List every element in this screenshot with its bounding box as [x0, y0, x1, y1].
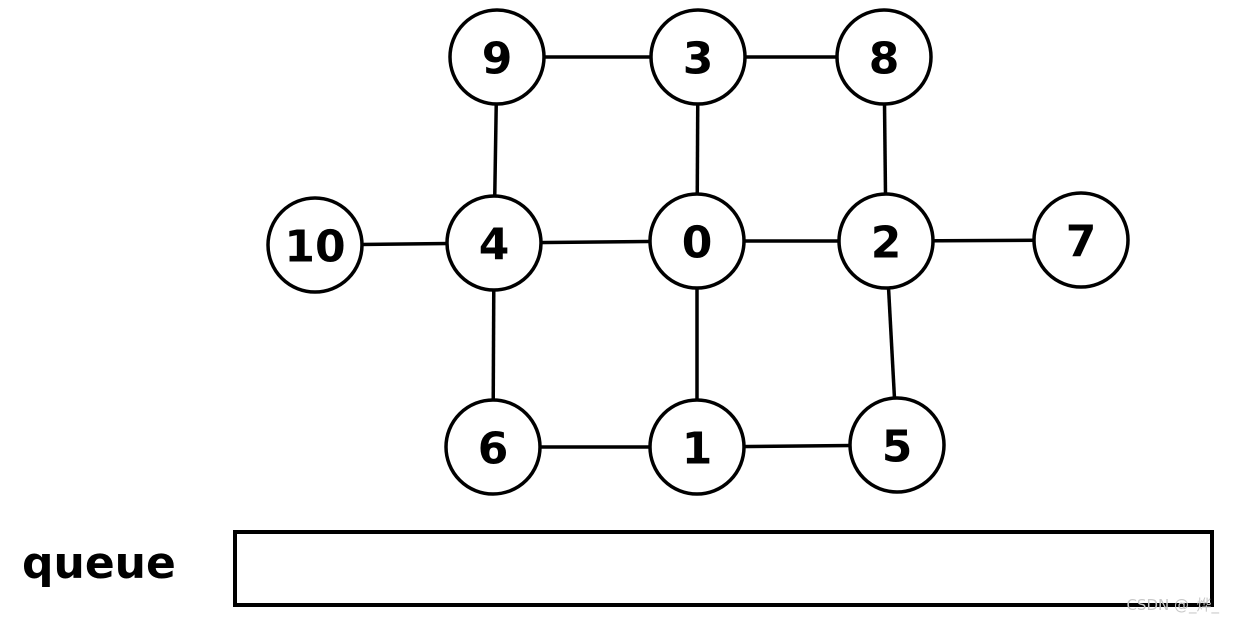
node-label-1: 1	[682, 424, 713, 475]
node-7: 7	[1032, 191, 1130, 289]
node-label-9: 9	[482, 34, 513, 85]
node-0: 0	[648, 192, 746, 290]
watermark: CSDN @_烨_	[1126, 596, 1219, 614]
node-label-5: 5	[882, 422, 913, 473]
queue-box	[233, 530, 1214, 607]
node-5: 5	[848, 396, 946, 494]
node-2: 2	[837, 192, 935, 290]
node-circle-0	[648, 192, 746, 290]
node-circle-4	[445, 194, 543, 292]
node-circle-10	[266, 196, 364, 294]
node-circle-2	[837, 192, 935, 290]
queue-label: queue	[22, 538, 176, 589]
node-label-2: 2	[871, 218, 902, 269]
node-4: 4	[445, 194, 543, 292]
node-circle-7	[1032, 191, 1130, 289]
node-8: 8	[835, 8, 933, 106]
node-label-0: 0	[682, 218, 713, 269]
node-circle-1	[648, 398, 746, 496]
node-circle-5	[848, 396, 946, 494]
node-circle-6	[444, 398, 542, 496]
node-circle-3	[649, 8, 747, 106]
node-circle-8	[835, 8, 933, 106]
node-3: 3	[649, 8, 747, 106]
node-label-7: 7	[1066, 217, 1097, 268]
node-1: 1	[648, 398, 746, 496]
node-label-6: 6	[478, 424, 509, 475]
node-10: 10	[266, 196, 364, 294]
node-label-3: 3	[683, 34, 714, 85]
nodes-layer: 9 3 8 10 4 0 2 7 6 1 5	[266, 8, 1130, 496]
node-label-8: 8	[869, 34, 900, 85]
node-label-4: 4	[479, 220, 510, 271]
node-circle-9	[448, 8, 546, 106]
node-9: 9	[448, 8, 546, 106]
node-6: 6	[444, 398, 542, 496]
node-label-10: 10	[284, 222, 345, 273]
